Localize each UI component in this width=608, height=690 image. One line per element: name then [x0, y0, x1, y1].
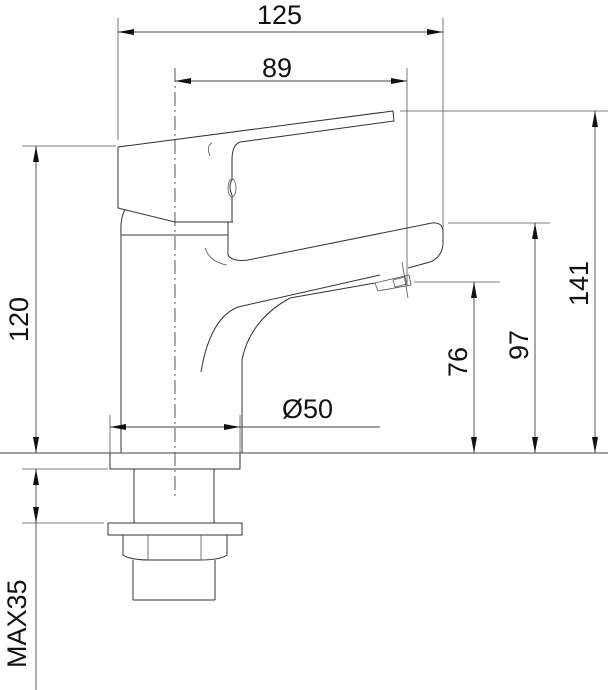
dimension-base-diameter: Ø50	[109, 394, 380, 455]
dimension-spout-top-height: 97	[448, 222, 550, 453]
mounting-shank	[107, 469, 243, 601]
label-d50: Ø50	[282, 394, 333, 424]
base-flange	[0, 452, 608, 470]
label-141: 141	[564, 261, 594, 306]
dimension-spout-reach: 89	[175, 53, 408, 285]
faucet-outline	[117, 110, 444, 453]
label-125: 125	[257, 0, 302, 30]
label-120: 120	[4, 297, 34, 342]
dimension-body-height: 120	[4, 145, 116, 453]
label-89: 89	[262, 53, 292, 83]
label-max35: MAX35	[2, 579, 32, 668]
label-76: 76	[443, 347, 473, 377]
dimension-max-deck: MAX35	[2, 469, 104, 690]
label-97: 97	[504, 330, 534, 360]
dimension-outlet-height: 76	[414, 281, 500, 453]
dimension-overall-depth: 125	[117, 0, 444, 230]
dimension-overall-height: 141	[400, 110, 608, 453]
